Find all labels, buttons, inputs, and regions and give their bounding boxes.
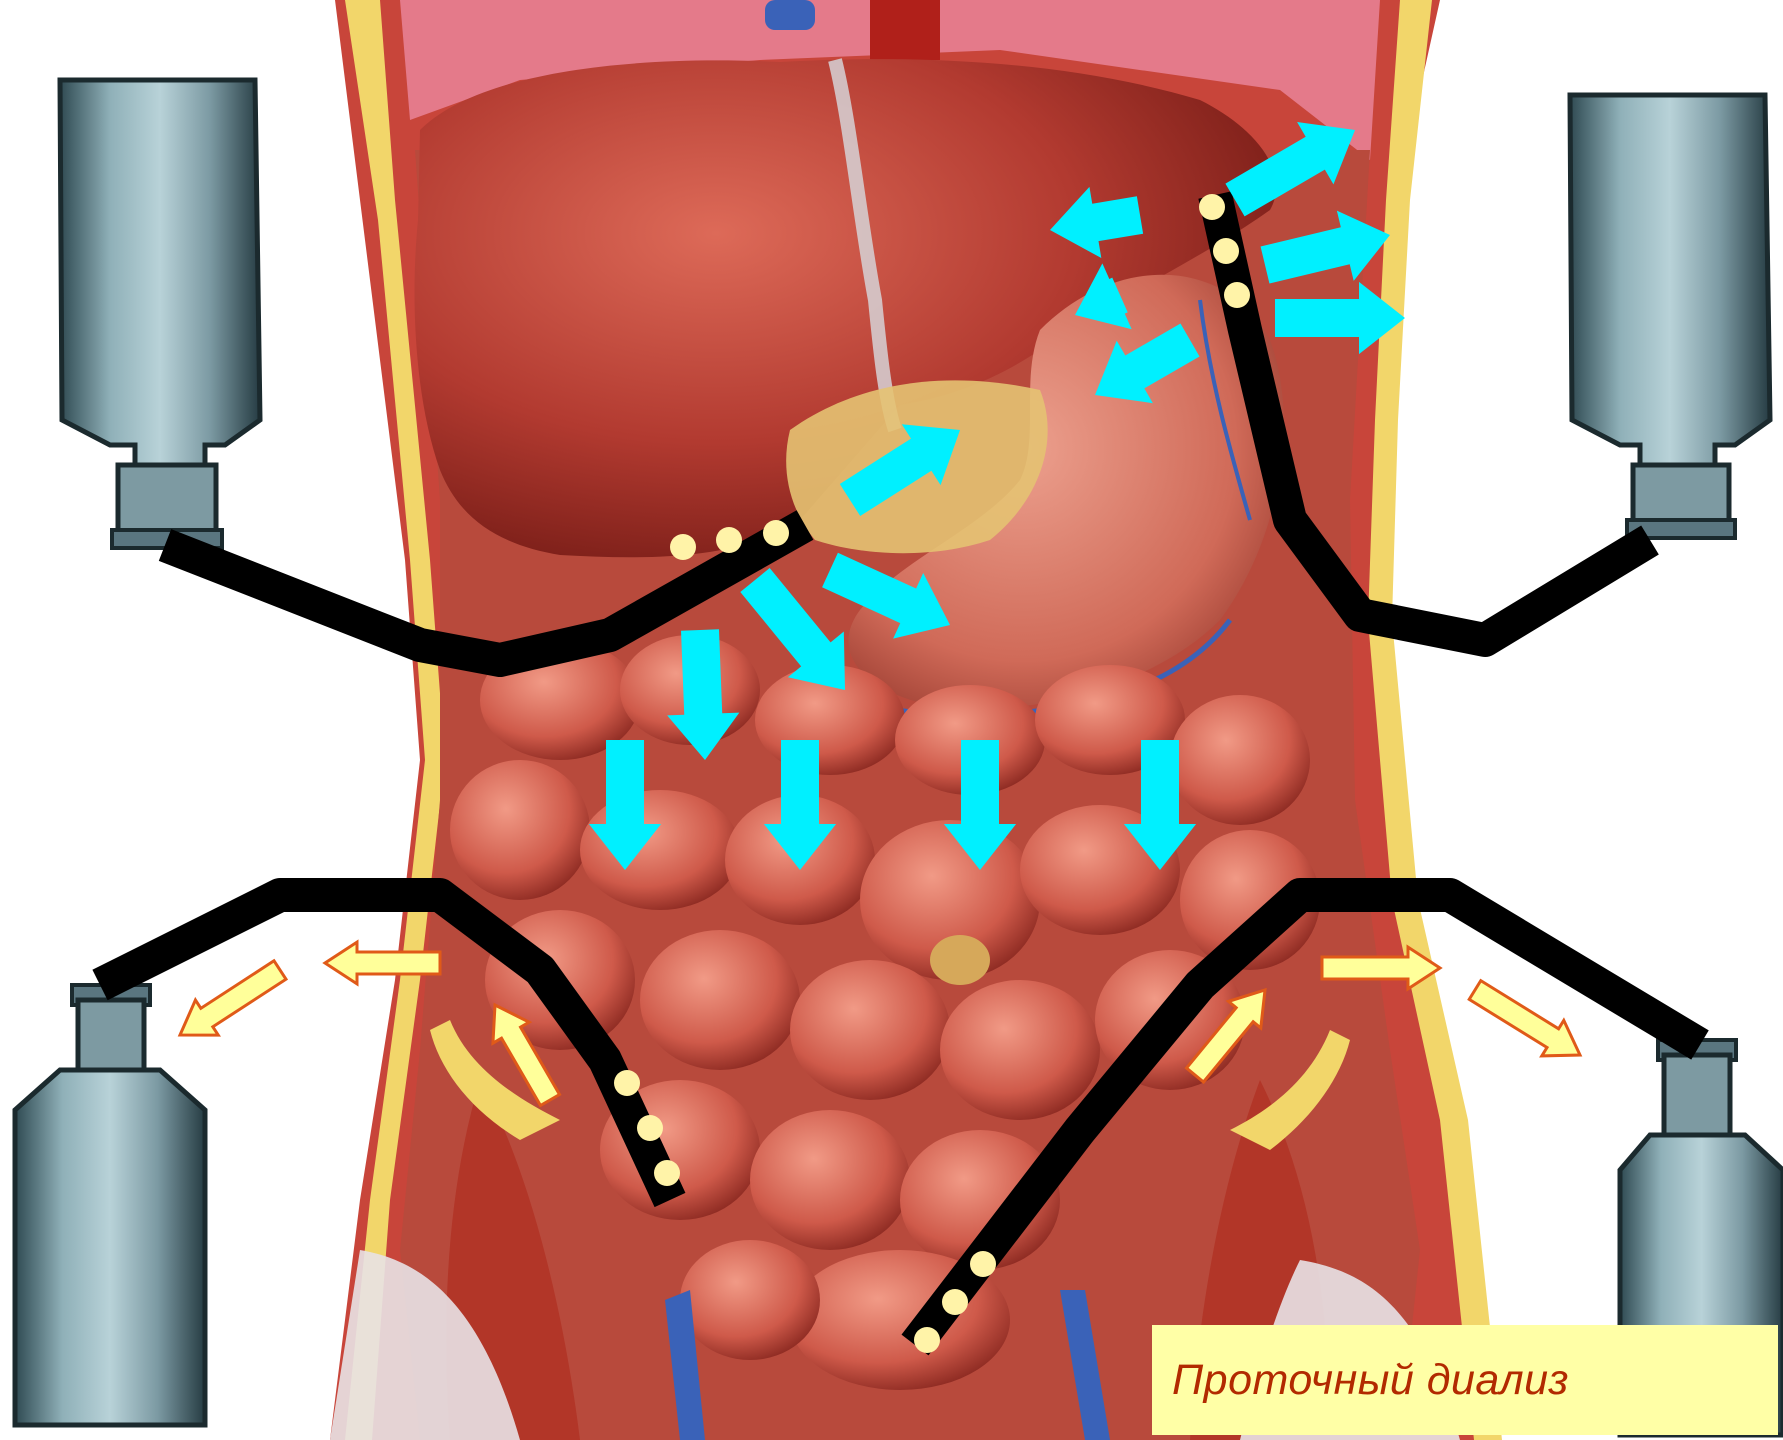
torso-anatomy bbox=[330, 0, 1502, 1440]
aorta-top bbox=[870, 0, 940, 60]
flow-arrow-icon bbox=[180, 961, 286, 1035]
glass-bottle-icon bbox=[60, 80, 260, 548]
glass-bottle-icon bbox=[15, 985, 205, 1425]
caption-box: Проточный диализ bbox=[1152, 1325, 1778, 1435]
glass-bottle-icon bbox=[1570, 95, 1770, 538]
vena-cava-top bbox=[765, 0, 815, 30]
caption-text: Проточный диализ bbox=[1172, 1356, 1569, 1405]
flow-arrow-icon bbox=[1469, 981, 1580, 1056]
